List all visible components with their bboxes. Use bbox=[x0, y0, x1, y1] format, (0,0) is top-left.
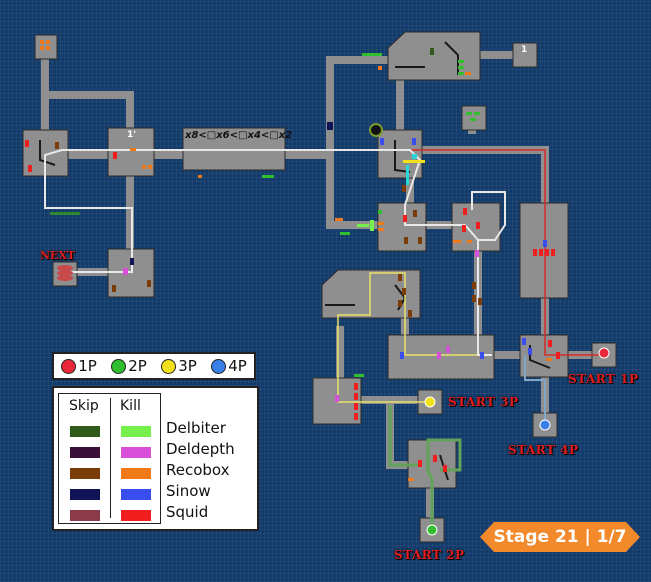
player-legend-label: 2P bbox=[128, 357, 147, 375]
enemy-markers bbox=[25, 40, 560, 481]
skip-swatch-recobox bbox=[70, 468, 100, 479]
yellow-orb-icon bbox=[161, 358, 177, 374]
room-door-1 bbox=[512, 42, 538, 68]
enemy-name-squid: Squid bbox=[166, 503, 209, 521]
player-legend-3p: 3P bbox=[161, 357, 197, 375]
route-2p bbox=[426, 438, 462, 530]
kill-swatch-sinow bbox=[121, 489, 151, 500]
stage-badge: Stage 21 | 1/7 bbox=[480, 522, 640, 552]
start-4p-orb-icon bbox=[539, 419, 551, 431]
start-3p-orb-icon bbox=[424, 396, 436, 408]
enemy-legend-swatches: Skip Kill bbox=[58, 393, 161, 524]
blue-orb-icon bbox=[211, 358, 227, 374]
enemy-name-sinow: Sinow bbox=[166, 482, 211, 500]
player-legend-label: 1P bbox=[78, 357, 97, 375]
route-2p-b bbox=[388, 405, 420, 467]
skip-swatch-sinow bbox=[70, 489, 100, 500]
gates bbox=[403, 154, 425, 185]
player-legend-label: 4P bbox=[228, 357, 247, 375]
door-label-1b: 1' bbox=[127, 130, 137, 140]
skip-swatch-squid bbox=[70, 510, 100, 521]
start-1p-orb-icon bbox=[598, 347, 610, 359]
start-1p-label: START 1P bbox=[568, 372, 639, 386]
player-legend-4p: 4P bbox=[211, 357, 247, 375]
start-3p-label: START 3P bbox=[448, 395, 519, 409]
legend-divider bbox=[110, 398, 111, 518]
skip-header: Skip bbox=[69, 398, 99, 414]
skip-swatch-deldepth bbox=[70, 447, 100, 458]
kill-swatch-delbiter bbox=[121, 426, 151, 437]
route-4p bbox=[524, 355, 546, 425]
kill-swatch-recobox bbox=[121, 468, 151, 479]
enemy-legend: Skip Kill Delbiter Deldepth Recobox Sino… bbox=[52, 386, 259, 531]
player-legend-1p: 1P bbox=[61, 357, 97, 375]
green-orb-icon bbox=[111, 358, 127, 374]
enemy-name-deldepth: Deldepth bbox=[166, 440, 235, 458]
red-orb-icon bbox=[61, 358, 77, 374]
rooms bbox=[22, 31, 617, 543]
skip-swatch-delbiter bbox=[70, 426, 100, 437]
route-3p bbox=[337, 272, 478, 403]
player-legend-label: 3P bbox=[178, 357, 197, 375]
player-legend: 1P 2P 3P 4P bbox=[52, 352, 256, 380]
multiplier-label: x8<□x6<□x4<□x2 bbox=[185, 130, 293, 141]
enemy-name-recobox: Recobox bbox=[166, 461, 230, 479]
kill-header: Kill bbox=[120, 398, 141, 414]
room-tall-right bbox=[519, 202, 569, 299]
route-1p bbox=[410, 149, 605, 356]
start-2p-label: START 2P bbox=[394, 548, 465, 562]
next-label: NEXT bbox=[40, 249, 76, 262]
kill-swatch-squid bbox=[121, 510, 151, 521]
enemy-name-delbiter: Delbiter bbox=[166, 419, 226, 437]
door-label-1: 1 bbox=[521, 45, 528, 55]
next-warp-icon[interactable] bbox=[57, 265, 73, 281]
player-legend-2p: 2P bbox=[111, 357, 147, 375]
start-2p-orb-icon bbox=[426, 524, 438, 536]
warp-hole-icon[interactable] bbox=[369, 123, 383, 137]
kill-swatch-deldepth bbox=[121, 447, 151, 458]
start-4p-label: START 4P bbox=[508, 443, 579, 457]
room-1p bbox=[519, 334, 569, 378]
